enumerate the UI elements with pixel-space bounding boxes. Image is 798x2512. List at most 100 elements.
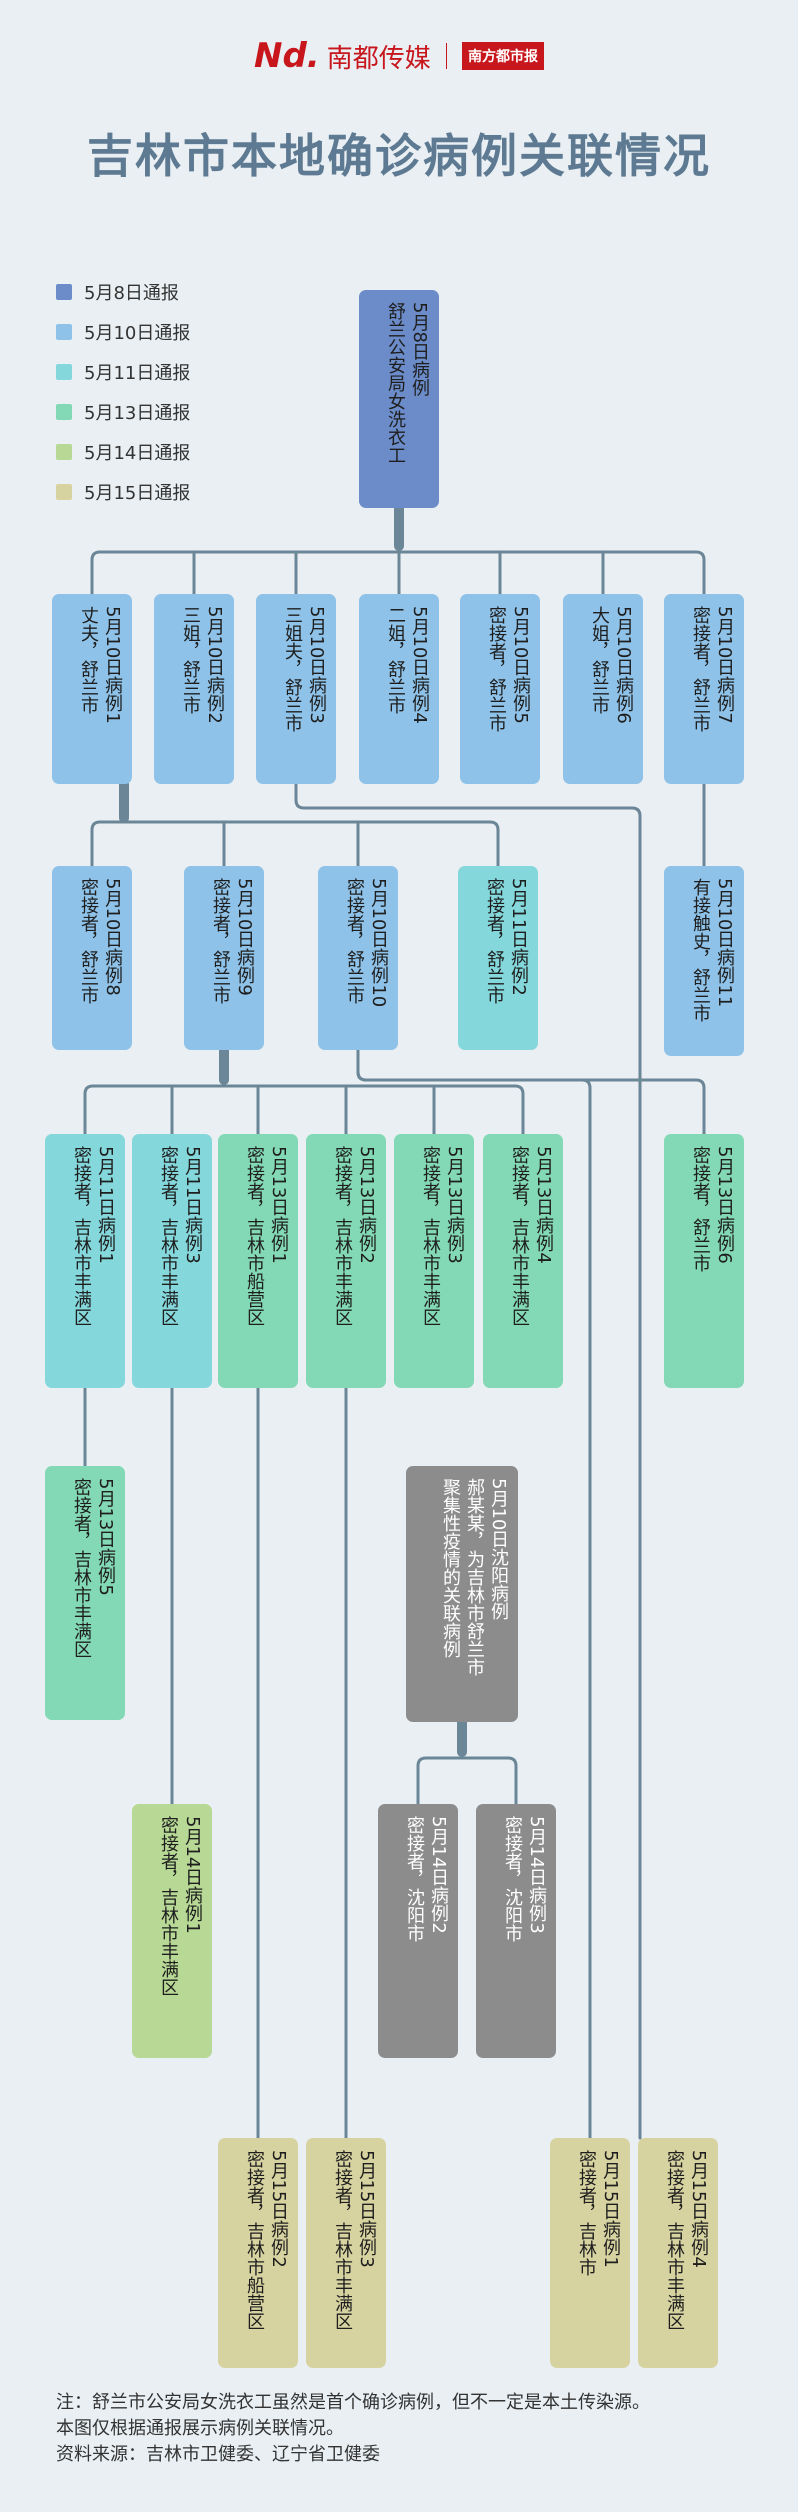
case-detail: 密接者，舒兰市 (484, 878, 505, 1004)
case-detail: 聚集性疫情的关联病例 (440, 1478, 461, 1658)
case-node-may10-3: 5月10日病例3 三姐夫，舒兰市 (256, 594, 336, 784)
case-title: 5月15日病例2 (268, 2150, 289, 2268)
case-title: 5月13日病例4 (533, 1146, 554, 1264)
case-node-may10-6: 5月10日病例6 大姐，舒兰市 (563, 594, 643, 784)
case-node-may10-10: 5月10日病例10 密接者，舒兰市 (318, 866, 398, 1050)
case-node-may15-2: 5月15日病例2 密接者，吉林市船营区 (218, 2138, 298, 2368)
case-detail: 密接者，吉林市丰满区 (420, 1146, 441, 1326)
footnote-source: 资料来源：吉林市卫健委、辽宁省卫健委 (56, 2444, 380, 2465)
connector-c10-h1 (356, 1048, 592, 2140)
case-detail: 三姐夫，舒兰市 (282, 606, 303, 732)
connector-level3-bar (83, 1084, 525, 1136)
case-detail: 郝某某，为吉林市舒兰市 (464, 1478, 485, 1676)
case-title: 5月10日病例7 (714, 606, 735, 724)
case-node-may10-11: 5月10日病例11 有接触史，舒兰市 (664, 866, 744, 1056)
case-title: 5月8日病例 (409, 302, 430, 397)
case-detail: 密接者，舒兰市 (486, 606, 507, 732)
case-title: 5月10日病例5 (510, 606, 531, 724)
case-detail: 密接者，吉林市 (576, 2150, 597, 2276)
case-title: 5月11日病例3 (182, 1146, 203, 1264)
case-node-may13-4: 5月13日病例4 密接者，吉林市丰满区 (483, 1134, 563, 1388)
case-detail: 密接者，吉林市船营区 (244, 1146, 265, 1326)
case-title: 5月10日病例11 (714, 878, 735, 1008)
case-title: 5月10日病例3 (306, 606, 327, 724)
case-node-may10-1: 5月10日病例1 丈夫，舒兰市 (52, 594, 132, 784)
case-detail: 密接者，舒兰市 (210, 878, 231, 1004)
case-detail: 密接者，吉林市丰满区 (332, 2150, 353, 2330)
case-node-may11-3: 5月11日病例3 密接者，吉林市丰满区 (132, 1134, 212, 1388)
connector-c3-h4 (294, 782, 642, 2140)
case-node-may13-6: 5月13日病例6 密接者，舒兰市 (664, 1134, 744, 1388)
legend-item: 5月14日通报 (56, 442, 191, 464)
brand-name: 南都传媒 (326, 43, 431, 74)
case-detail: 二姐，舒兰市 (385, 606, 406, 714)
case-title: 5月13日病例6 (714, 1146, 735, 1264)
brand-header: Nd. 南都传媒 南方都市报 (0, 36, 798, 76)
case-title: 5月15日病例4 (688, 2150, 709, 2268)
case-title: 5月10日病例4 (409, 606, 430, 724)
case-node-may10-4: 5月10日病例4 二姐，舒兰市 (359, 594, 439, 784)
case-detail: 三姐，舒兰市 (180, 606, 201, 714)
case-node-shenyang: 5月10日沈阳病例 郝某某，为吉林市舒兰市 聚集性疫情的关联病例 (406, 1466, 518, 1722)
case-title: 5月13日病例5 (95, 1478, 116, 1596)
case-node-may10-9: 5月10日病例9 密接者，舒兰市 (184, 866, 264, 1050)
legend-item: 5月8日通报 (56, 282, 190, 304)
legend-swatch (56, 284, 72, 300)
footnote-disclaimer: 本图仅根据通报展示病例关联情况。 (56, 2418, 344, 2439)
case-node-may13-2: 5月13日病例2 密接者，吉林市丰满区 (306, 1134, 386, 1388)
legend-swatch (56, 324, 72, 340)
case-title: 5月10日病例6 (613, 606, 634, 724)
footnote: 注：舒兰市公安局女洗衣工虽然是首个确诊病例，但不一定是本土传染源。 本图仅根据通… (56, 2390, 650, 2468)
legend-label: 5月10日通报 (84, 323, 191, 344)
legend: 5月8日通报 5月10日通报 5月11日通报 5月13日通报 5月14日通报 5… (56, 282, 190, 522)
case-title: 5月13日病例2 (356, 1146, 377, 1264)
case-node-may14-3: 5月14日病例3 密接者，沈阳市 (476, 1804, 556, 2058)
legend-swatch (56, 404, 72, 420)
legend-label: 5月13日通报 (84, 403, 191, 424)
case-detail: 密接者，舒兰市 (690, 606, 711, 732)
legend-item: 5月11日通报 (56, 362, 190, 384)
case-node-may13-1: 5月13日病例1 密接者，吉林市船营区 (218, 1134, 298, 1388)
legend-item: 5月13日通报 (56, 402, 191, 424)
case-node-may15-4: 5月15日病例4 密接者，吉林市丰满区 (638, 2138, 718, 2368)
case-detail: 密接者，舒兰市 (78, 878, 99, 1004)
case-title: 5月10日沈阳病例 (488, 1478, 509, 1621)
case-detail: 有接触史，舒兰市 (690, 878, 711, 1022)
case-detail: 舒兰公安局女洗衣工 (385, 302, 406, 464)
case-title: 5月10日病例1 (102, 606, 123, 724)
legend-label: 5月15日通报 (84, 483, 191, 504)
case-node-may10-5: 5月10日病例5 密接者，舒兰市 (460, 594, 540, 784)
case-title: 5月10日病例10 (368, 878, 389, 1008)
case-title: 5月13日病例1 (268, 1146, 289, 1264)
legend-item: 5月10日通报 (56, 322, 191, 344)
newspaper-logo: 南方都市报 (462, 42, 544, 70)
footnote-note: 注：舒兰市公安局女洗衣工虽然是首个确诊病例，但不一定是本土传染源。 (56, 2392, 650, 2413)
connector-c10-f6 (356, 1048, 706, 1136)
case-detail: 密接者，吉林市丰满区 (71, 1478, 92, 1658)
case-detail: 密接者，沈阳市 (404, 1816, 425, 1942)
connector-level2-bar (90, 820, 500, 868)
case-node-may11-2: 5月11日病例2 密接者，舒兰市 (458, 866, 538, 1050)
case-title: 5月14日病例1 (182, 1816, 203, 1934)
case-detail: 密接者，舒兰市 (344, 878, 365, 1004)
legend-label: 5月8日通报 (84, 283, 179, 304)
nd-logo: Nd. (253, 36, 320, 76)
case-title: 5月11日病例2 (508, 878, 529, 996)
connector-sy-bar (416, 1756, 518, 1806)
case-detail: 密接者，沈阳市 (502, 1816, 523, 1942)
case-node-may11-1: 5月11日病例1 密接者，吉林市丰满区 (45, 1134, 125, 1388)
case-node-may14-2: 5月14日病例2 密接者，沈阳市 (378, 1804, 458, 2058)
case-detail: 大姐，舒兰市 (589, 606, 610, 714)
case-detail: 丈夫，舒兰市 (78, 606, 99, 714)
case-title: 5月14日病例2 (428, 1816, 449, 1934)
case-title: 5月10日病例9 (234, 878, 255, 996)
case-title: 5月10日病例2 (204, 606, 225, 724)
case-title: 5月15日病例3 (356, 2150, 377, 2268)
legend-label: 5月14日通报 (84, 443, 191, 464)
case-detail: 密接者，吉林市丰满区 (158, 1816, 179, 1996)
legend-item: 5月15日通报 (56, 482, 191, 504)
brand-separator (445, 43, 447, 69)
case-detail: 密接者，舒兰市 (690, 1146, 711, 1272)
